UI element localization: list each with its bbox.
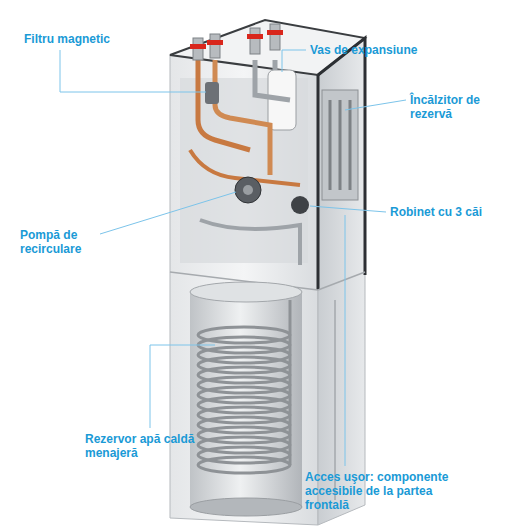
part-label: Robinet cu 3 căi [390, 205, 502, 219]
circulation-pump [235, 177, 261, 203]
copper-pipe [198, 60, 250, 150]
leader-lines [60, 50, 406, 466]
cabinet-front [170, 55, 318, 525]
steel-pipe [273, 60, 278, 70]
leader-line [60, 50, 206, 92]
leader-line [310, 206, 386, 212]
valve-handle [190, 44, 206, 49]
connection-pipe [210, 34, 220, 58]
backup-heater [322, 90, 358, 200]
coil-turn [198, 457, 290, 473]
heater-element [349, 100, 352, 190]
tank-bottom [190, 498, 302, 516]
connection-pipe [270, 24, 280, 50]
heater-element [329, 100, 332, 190]
heat-exchanger-coil [198, 327, 290, 473]
hot-water-tank [190, 292, 302, 507]
leader-line [282, 50, 306, 72]
valve-handle [207, 40, 223, 45]
part-label: Pompă de recirculare [20, 228, 98, 256]
steel-pipe [200, 220, 300, 265]
part-label: Încălzitor de rezervă [410, 93, 500, 121]
copper-pipe [215, 60, 270, 175]
valve-handle [267, 30, 283, 35]
coil-riser [289, 300, 292, 465]
module-divider [318, 272, 365, 290]
part-label: Acces uşor: componente accesibile de la … [305, 470, 453, 512]
leader-line [345, 100, 406, 110]
tank-top [190, 282, 302, 302]
valve-handle [247, 34, 263, 39]
part-label: Rezervor apă caldă menajeră [85, 432, 235, 460]
three-way-valve [291, 196, 309, 214]
part-label: Filtru magnetic [24, 32, 134, 46]
cabinet-edge [317, 75, 320, 290]
leader-line [345, 215, 346, 466]
steel-pipe [255, 60, 290, 100]
pump-hub [243, 185, 253, 195]
part-label: Vas de expansiune [310, 43, 450, 57]
magnetic-filter [205, 82, 219, 104]
cabinet-edge [318, 38, 365, 275]
connection-pipe [250, 28, 260, 54]
leader-line [100, 192, 236, 234]
leader-line [150, 345, 215, 428]
cabinet-side [318, 38, 365, 525]
heater-element [339, 100, 342, 190]
